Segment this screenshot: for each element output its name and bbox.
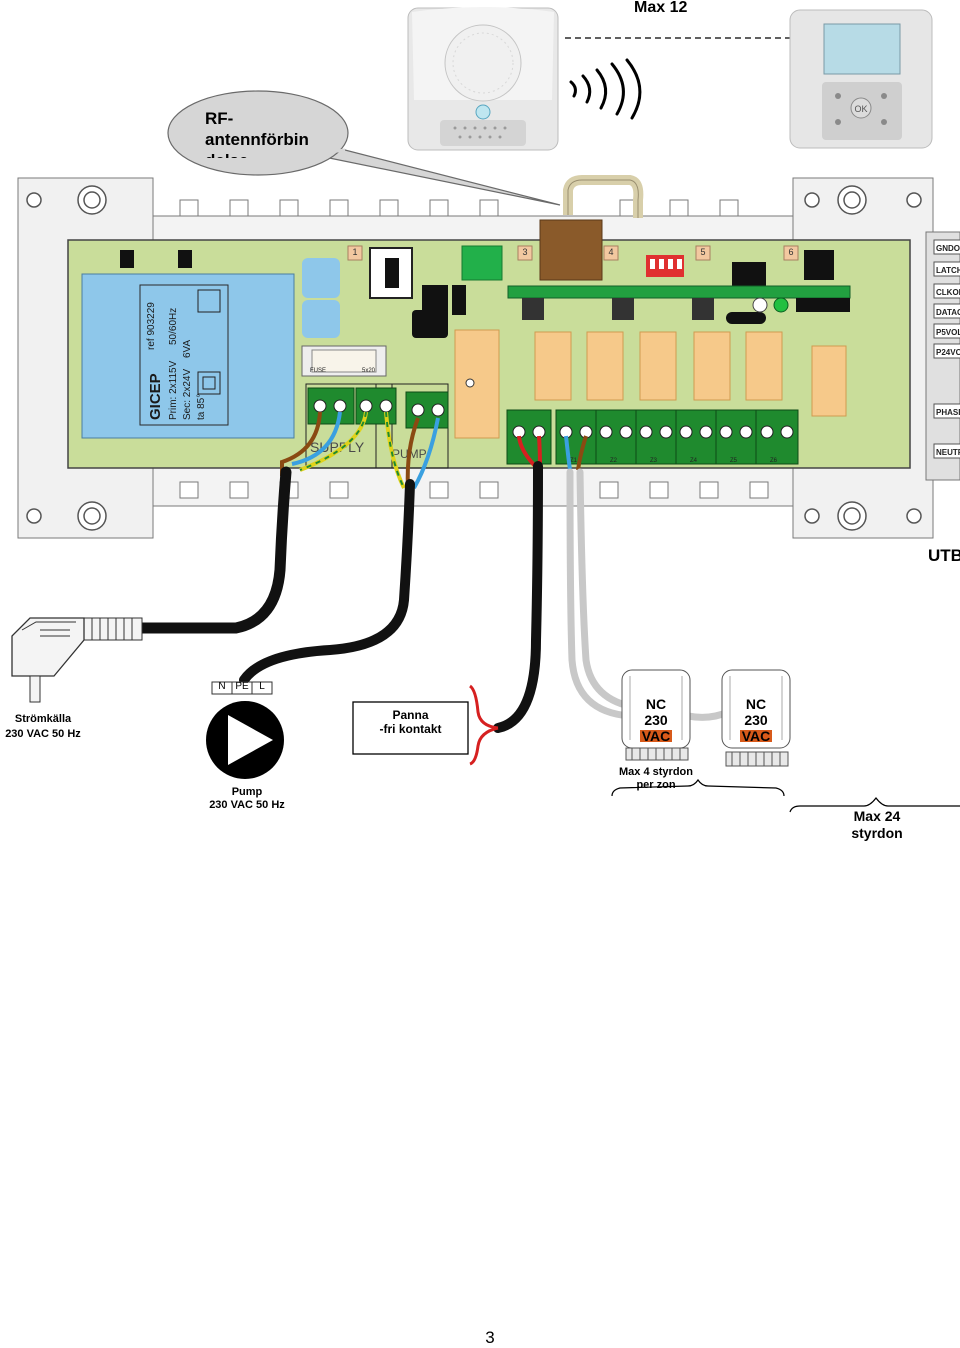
terminal-z2: Z2 xyxy=(610,458,618,464)
transformer-sec: Sec: 2x24V xyxy=(182,369,193,420)
terminal-z1: Z1 xyxy=(570,458,578,464)
terminal-z6: Z6 xyxy=(770,458,778,464)
actuator-1 xyxy=(621,669,691,761)
boiler-line2: -fri kontakt xyxy=(379,722,442,736)
actuator-2-voltage: 230 xyxy=(744,712,768,728)
zone-number-5: 5 xyxy=(700,247,705,257)
zone-brace xyxy=(611,778,785,797)
pump-terminal-n: N xyxy=(218,681,226,692)
boiler-wire-ends xyxy=(469,684,499,766)
thermostat-digital: OK xyxy=(789,9,933,149)
page-number: 3 xyxy=(485,1328,495,1347)
max-total-label: Max 24 styrdon xyxy=(836,808,918,842)
pump-terminal-l: L xyxy=(259,681,265,692)
actuator-2-type: NC xyxy=(745,696,767,712)
zone-number-3: 3 xyxy=(522,247,527,257)
pump-cable xyxy=(239,479,415,685)
pump-icon xyxy=(206,681,284,779)
fuse: FUSE 5x20 xyxy=(301,345,387,377)
transformer-freq: 50/60Hz xyxy=(168,308,179,345)
power-cable xyxy=(134,466,292,634)
max-total-line1: Max 24 xyxy=(853,808,901,824)
rf-callout-line2: antennförbin xyxy=(205,130,309,149)
boiler-line1: Panna xyxy=(392,708,429,722)
terminal-z5: Z5 xyxy=(730,458,738,464)
thermostat-analog xyxy=(407,7,559,151)
connector-datao: DATAO xyxy=(936,308,960,317)
radio-waves-icon xyxy=(569,58,642,120)
total-brace xyxy=(789,797,960,813)
terminal-z4: Z4 xyxy=(690,458,698,464)
rf-callout-line1: RF- xyxy=(205,109,234,128)
actuator-1-type: NC xyxy=(645,696,667,712)
board-components: 1 3 4 5 6 xyxy=(347,219,851,439)
connector-latch: LATCH xyxy=(936,266,960,275)
actuator-2-unit: VAC xyxy=(741,728,771,744)
boiler-label: Panna -fri kontakt xyxy=(353,708,468,736)
pump-label: Pump 230 VAC 50 Hz xyxy=(196,786,298,812)
terminal-blocks: SUPPLY PUMP Z1 Z2 Z3 Z4 Z5 Z6 xyxy=(305,383,799,469)
actuator-1-unit: VAC xyxy=(641,728,671,744)
pump-line2: 230 VAC 50 Hz xyxy=(209,799,285,811)
power-wires xyxy=(280,411,588,489)
transformer-brand: GICEP xyxy=(147,373,164,420)
power-source-line2: 230 VAC 50 Hz xyxy=(5,728,81,740)
rf-antenna-connector xyxy=(563,175,644,218)
transformer: GICEP ref 903229 Prim: 2x115V 50/60Hz Se… xyxy=(81,273,295,439)
connector-p5vol: P5VOL xyxy=(936,328,960,337)
actuator-1-voltage: 230 xyxy=(644,712,668,728)
max-per-zone-line2: per zon xyxy=(636,779,676,791)
pump-terminal-pe: PE xyxy=(235,681,249,692)
zone-number-6: 6 xyxy=(788,247,793,257)
rf-antenna-callout xyxy=(167,90,561,206)
fuse-label: FUSE xyxy=(310,368,326,374)
zone-number-1: 1 xyxy=(352,247,357,257)
power-plug-icon xyxy=(11,617,143,703)
transformer-prim: Prim: 2x115V xyxy=(168,360,179,420)
pump-line1: Pump xyxy=(231,786,263,798)
power-source-line1: Strömkälla xyxy=(14,713,72,725)
zone-number-4: 4 xyxy=(608,247,613,257)
actuator-2-label: NC 230 VAC xyxy=(722,696,790,744)
capacitors xyxy=(120,250,340,338)
connector-phase: PHASE xyxy=(936,408,960,417)
max-per-zone-label: Max 4 styrdon per zon xyxy=(604,766,708,792)
boiler-box xyxy=(352,701,469,755)
rf-callout-line3: delse xyxy=(205,150,315,158)
svg-text:OK: OK xyxy=(854,104,867,114)
connector-clkol: CLKOL xyxy=(936,288,960,297)
max-thermostats-label: Max 12 xyxy=(634,0,688,16)
actuator-1-label: NC 230 VAC xyxy=(622,696,690,744)
fuse-size: 5x20 xyxy=(362,368,376,374)
transformer-ta: ta 85° xyxy=(196,394,207,420)
connector-p24vo: P24VO xyxy=(936,348,960,357)
boiler-cable xyxy=(493,461,543,733)
power-source-label: Strömkälla 230 VAC 50 Hz xyxy=(0,712,86,742)
max-total-line2: styrdon xyxy=(851,825,903,841)
transformer-ref: ref 903229 xyxy=(146,302,157,350)
rf-callout-text: RF- antennförbin delse xyxy=(205,108,315,158)
pump-terminal-labels: N PE L xyxy=(212,681,272,695)
utb-label: UTB xyxy=(928,546,960,565)
max-per-zone-line1: Max 4 styrdon xyxy=(619,766,693,778)
actuator-2 xyxy=(721,669,791,767)
transformer-va: 6VA xyxy=(182,340,193,358)
terminal-z3: Z3 xyxy=(650,458,658,464)
